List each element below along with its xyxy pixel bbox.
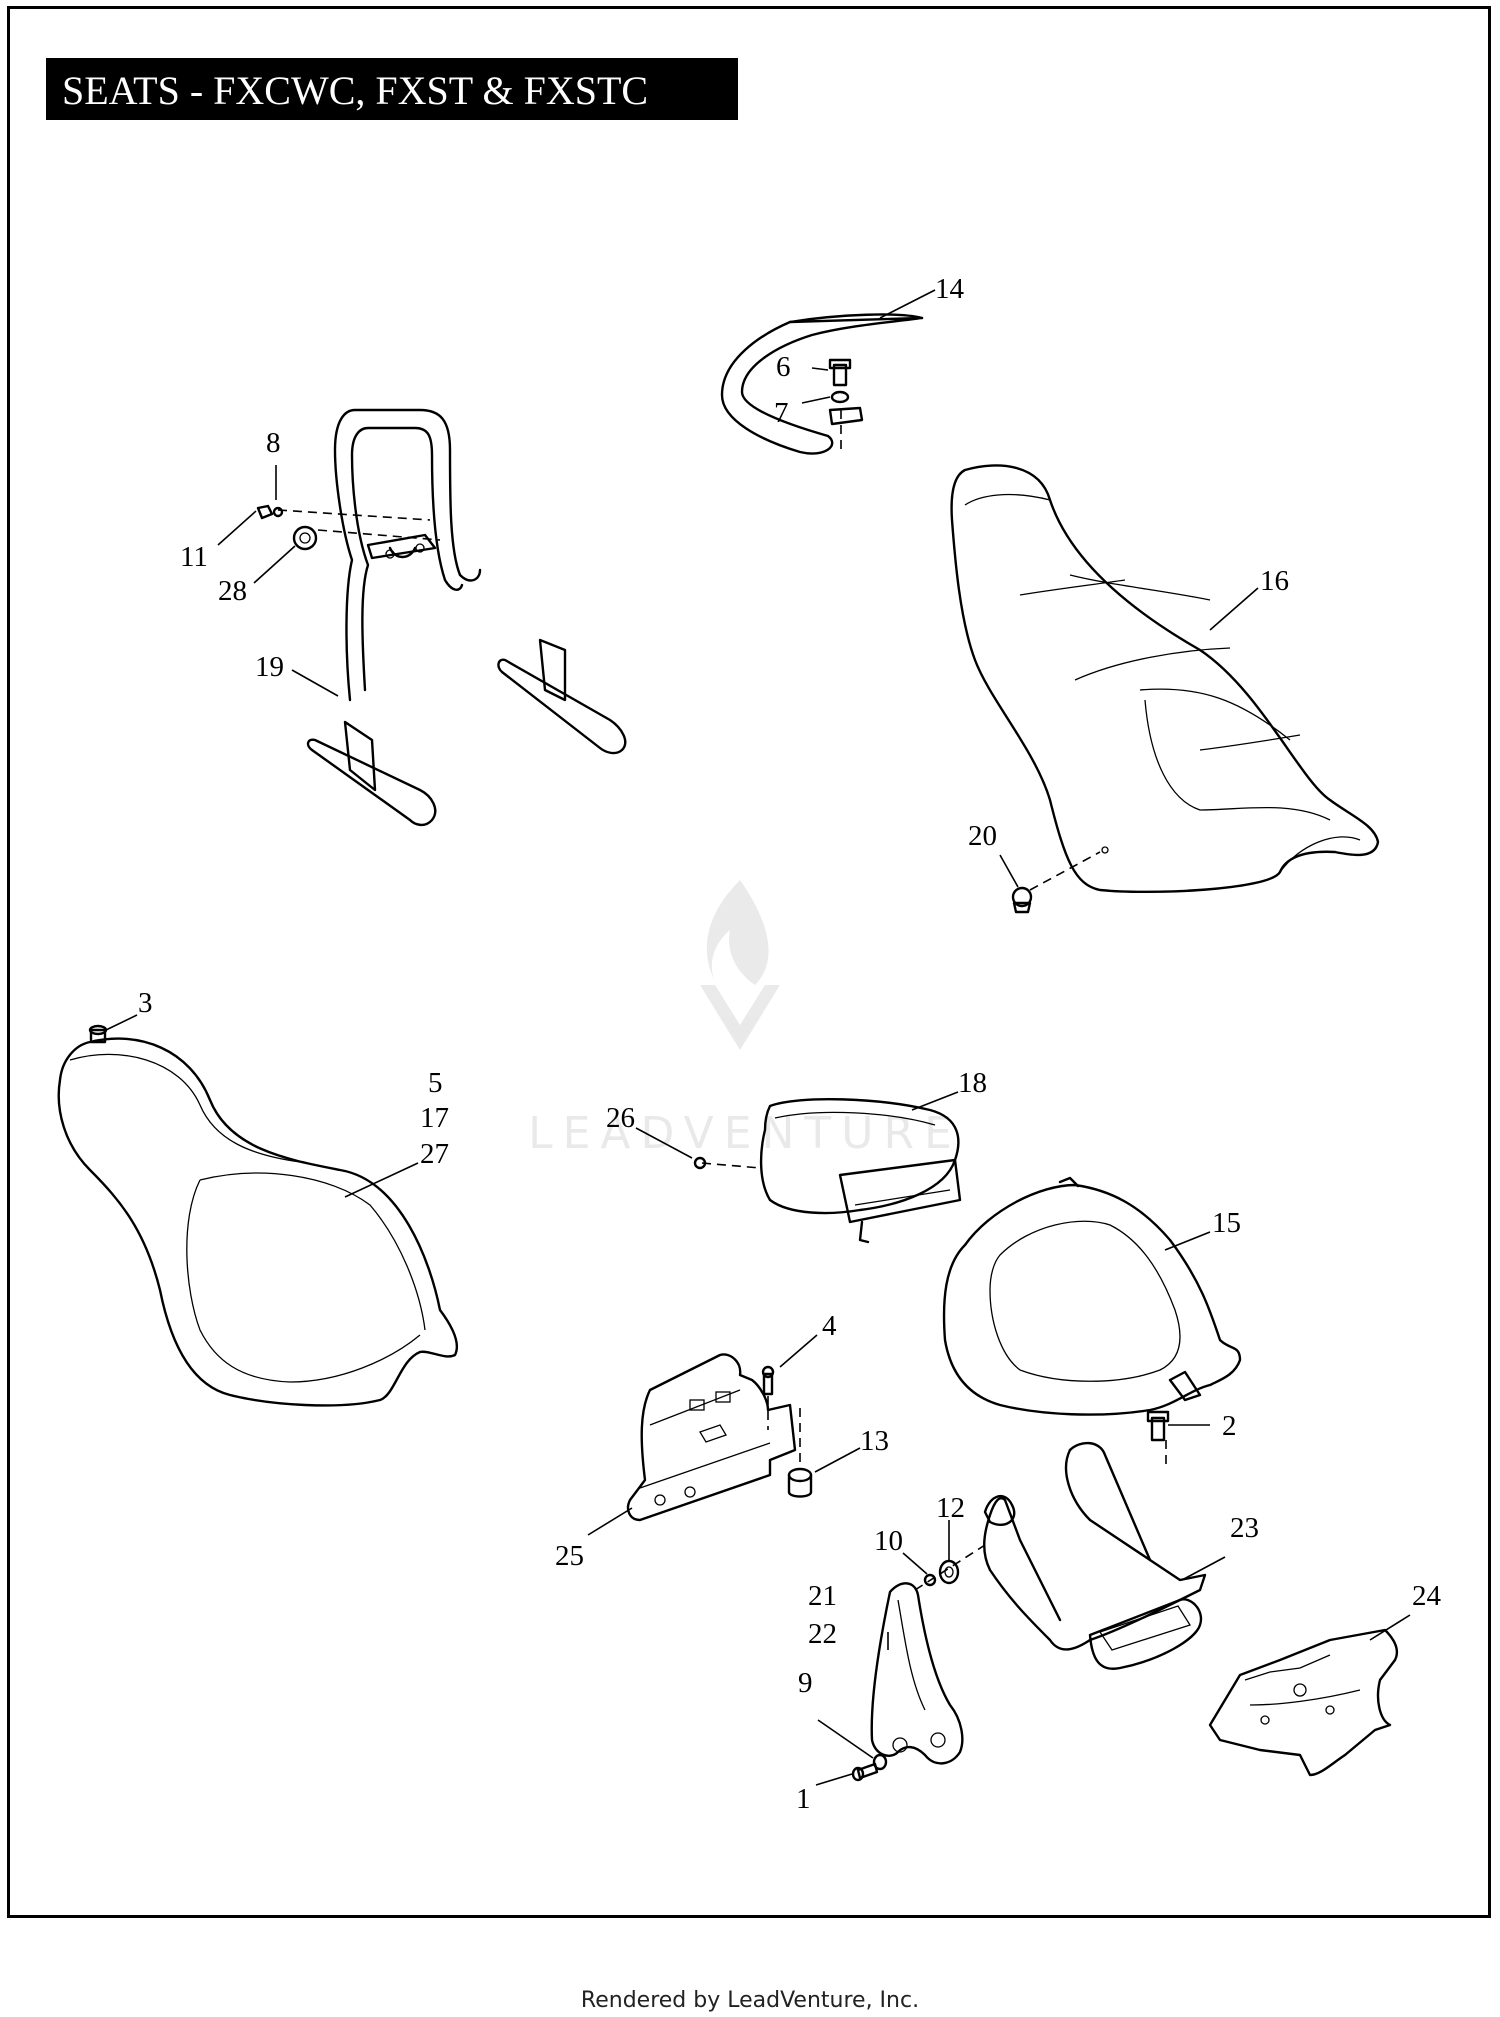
callout-10: 10 bbox=[874, 1525, 903, 1557]
callout-12: 12 bbox=[936, 1492, 965, 1524]
callout-16: 16 bbox=[1260, 565, 1289, 597]
part-10-ring bbox=[923, 1573, 937, 1587]
part-9-washer bbox=[872, 1753, 888, 1771]
callout-27: 27 bbox=[420, 1138, 449, 1170]
callout-5: 5 bbox=[428, 1067, 443, 1099]
page-title: SEATS - FXCWC, FXST & FXSTC bbox=[62, 68, 649, 113]
part-23-mount-frame bbox=[983, 1441, 1207, 1670]
part-4-screw bbox=[761, 1365, 775, 1396]
part-2-screw bbox=[1146, 1410, 1170, 1442]
part-28-bushing bbox=[292, 525, 318, 551]
callout-11: 11 bbox=[180, 541, 208, 573]
watermark: LEADVENTURE bbox=[528, 880, 962, 1159]
callout-7: 7 bbox=[774, 397, 789, 429]
callout-19: 19 bbox=[255, 651, 284, 683]
callout-17: 17 bbox=[420, 1102, 449, 1134]
callout-6: 6 bbox=[776, 351, 791, 383]
part-12-washer bbox=[938, 1559, 960, 1585]
callout-4: 4 bbox=[822, 1310, 837, 1342]
parts-diagram: LEADVENTURE bbox=[57, 273, 1442, 1815]
callout-20: 20 bbox=[968, 820, 997, 852]
part-7-washer bbox=[830, 390, 850, 404]
callout-24: 24 bbox=[1412, 1580, 1442, 1612]
part-6-bolt bbox=[828, 358, 852, 387]
callout-26: 26 bbox=[606, 1102, 635, 1134]
callout-23: 23 bbox=[1230, 1512, 1259, 1544]
callout-28: 28 bbox=[218, 575, 247, 607]
callout-3: 3 bbox=[138, 987, 153, 1019]
part-20-nut bbox=[1011, 886, 1033, 914]
footer-credit: Rendered by LeadVenture, Inc. bbox=[580, 1988, 920, 2013]
part-8-washer bbox=[272, 506, 284, 518]
watermark-text: LEADVENTURE bbox=[528, 1108, 962, 1159]
part-24-cover bbox=[1208, 1628, 1399, 1777]
diagram-frame bbox=[7, 6, 1491, 1918]
callout-9: 9 bbox=[798, 1667, 813, 1699]
part-25-seat-bracket bbox=[626, 1353, 797, 1522]
part-21-side-bracket bbox=[870, 1582, 964, 1765]
callout-13: 13 bbox=[860, 1425, 889, 1457]
part-14-strap bbox=[720, 313, 924, 455]
part-26-grommet bbox=[693, 1156, 707, 1170]
part-15-solo-seat bbox=[942, 1176, 1242, 1416]
callout-2: 2 bbox=[1222, 1410, 1237, 1442]
callout-15: 15 bbox=[1212, 1207, 1241, 1239]
part-11-nut bbox=[256, 504, 274, 520]
callout-14: 14 bbox=[935, 273, 965, 305]
title-bar: SEATS - FXCWC, FXST & FXSTC bbox=[46, 58, 738, 120]
callout-22: 22 bbox=[808, 1618, 837, 1650]
callout-18: 18 bbox=[958, 1067, 987, 1099]
part-16-seat bbox=[950, 464, 1380, 894]
callout-21: 21 bbox=[808, 1580, 837, 1612]
part-19-sissy-bar bbox=[306, 408, 627, 827]
callout-1: 1 bbox=[796, 1783, 811, 1815]
callout-25: 25 bbox=[555, 1540, 584, 1572]
part-18-pillion bbox=[759, 1098, 962, 1244]
callout-8: 8 bbox=[266, 427, 281, 459]
part-13-bumper bbox=[787, 1467, 813, 1498]
part-5-seat bbox=[57, 1037, 459, 1407]
flame-v-logo-icon bbox=[700, 880, 780, 1050]
part-1-bolt bbox=[851, 1762, 879, 1782]
